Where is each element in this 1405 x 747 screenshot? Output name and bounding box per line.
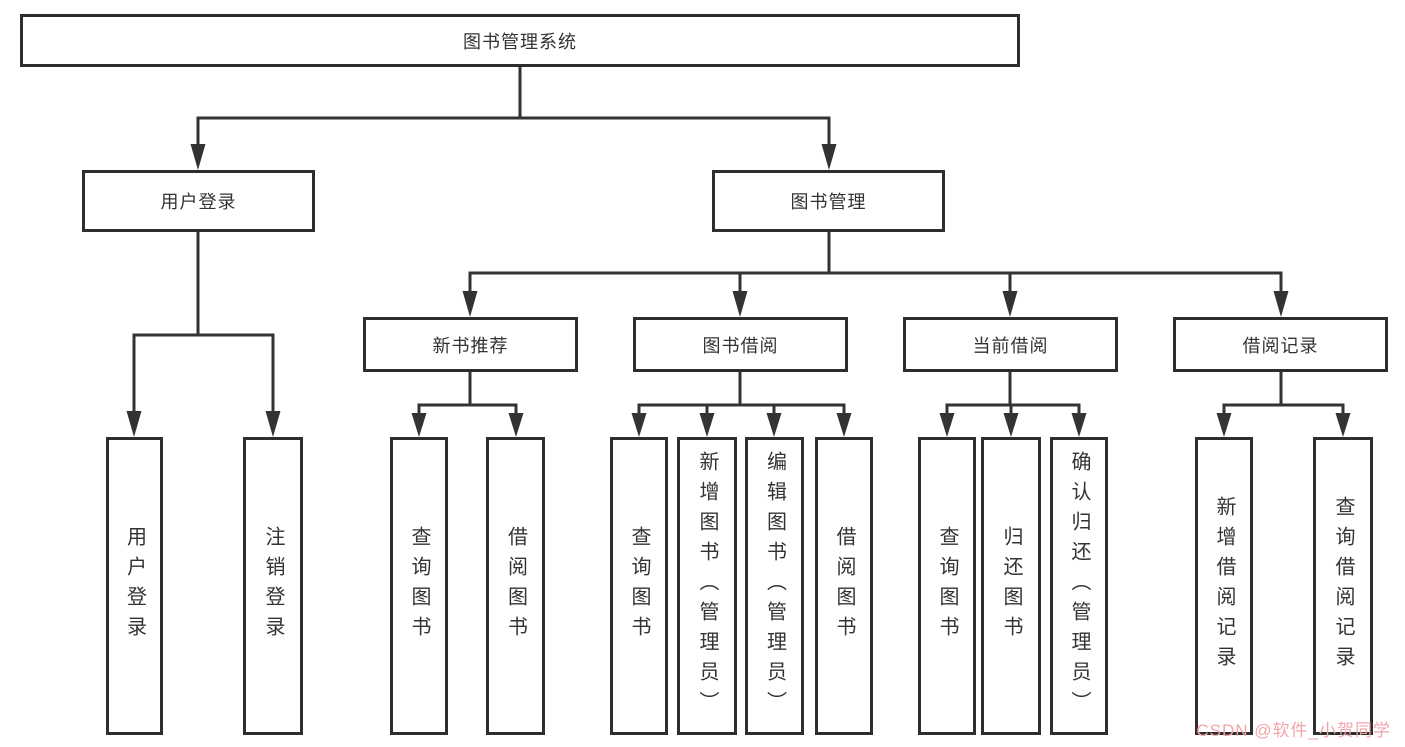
- leaf-return-books: 归还图书: [981, 437, 1041, 735]
- leaf-borrow-query-books: 查询图书: [610, 437, 668, 735]
- leaf-current-query-books: 查询图书: [918, 437, 976, 735]
- node-new-book-recommend: 新书推荐: [363, 317, 578, 372]
- node-root: 图书管理系统: [20, 14, 1020, 67]
- node-book-borrow: 图书借阅: [633, 317, 848, 372]
- leaf-confirm-return-admin: 确认归还（管理员）: [1050, 437, 1108, 735]
- leaf-add-books-admin: 新增图书（管理员）: [677, 437, 737, 735]
- leaf-borrow-books: 借阅图书: [815, 437, 873, 735]
- leaf-add-borrow-record: 新增借阅记录: [1195, 437, 1253, 735]
- leaf-query-borrow-record: 查询借阅记录: [1313, 437, 1373, 735]
- leaf-user-login: 用户登录: [106, 437, 163, 735]
- node-current-borrow: 当前借阅: [903, 317, 1118, 372]
- leaf-recommend-query-books: 查询图书: [390, 437, 448, 735]
- node-book-management: 图书管理: [712, 170, 945, 232]
- leaf-edit-books-admin: 编辑图书（管理员）: [745, 437, 804, 735]
- leaf-recommend-borrow-books: 借阅图书: [486, 437, 545, 735]
- node-user-login: 用户登录: [82, 170, 315, 232]
- leaf-logout: 注销登录: [243, 437, 303, 735]
- node-borrow-records: 借阅记录: [1173, 317, 1388, 372]
